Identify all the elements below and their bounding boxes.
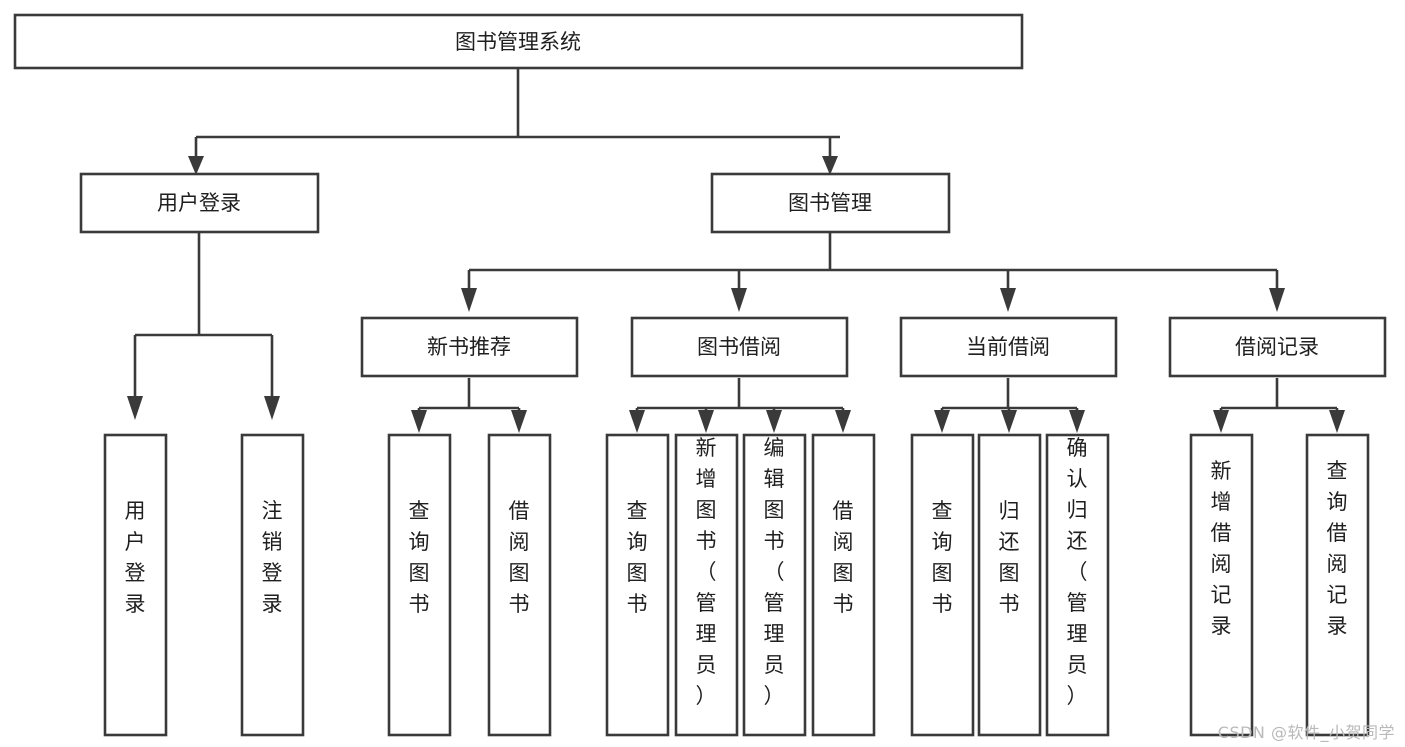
csdn-watermark: CSDN @软件_小贺同学 bbox=[1217, 723, 1395, 742]
leaf-nb-borrow-book[interactable]: 借阅图书 bbox=[487, 433, 552, 737]
leaf-bb-edit-book-label: 编辑图书（管理员） bbox=[764, 436, 785, 708]
leaf-br-query-record-box[interactable] bbox=[1305, 433, 1370, 737]
arrowhead-leaf-nb-1 bbox=[411, 410, 427, 433]
node-borrow-record-box[interactable] bbox=[1168, 316, 1387, 378]
node-user-login-label: 用户登录 bbox=[157, 191, 241, 215]
leaf-user-login[interactable]: 用户登录 bbox=[103, 433, 168, 737]
leaf-cb-return-book-box[interactable] bbox=[977, 433, 1042, 737]
arrowhead-bookmanage bbox=[822, 156, 838, 175]
leaf-bb-query-book[interactable]: 查询图书 bbox=[605, 433, 670, 737]
leaf-cb-return-book[interactable]: 归还图书 bbox=[977, 433, 1042, 737]
leaf-user-login-label: 用户登录 bbox=[125, 499, 146, 616]
node-user-login-box[interactable] bbox=[79, 172, 320, 234]
leaf-bb-borrow-book-label: 借阅图书 bbox=[833, 499, 854, 616]
leaf-logout-box[interactable] bbox=[240, 433, 305, 737]
node-book-borrow-box[interactable] bbox=[630, 316, 849, 378]
node-user-login[interactable]: 用户登录 bbox=[79, 172, 320, 234]
leaf-nb-query-book[interactable]: 查询图书 bbox=[387, 433, 452, 737]
leaf-br-add-record-box[interactable] bbox=[1189, 433, 1254, 737]
leaf-br-query-record-label: 查询借阅记录 bbox=[1327, 459, 1348, 638]
arrowhead-userlogin bbox=[188, 156, 204, 175]
leaf-cb-confirm-return[interactable]: 确认归还（管理员） bbox=[1045, 433, 1110, 737]
leaf-br-add-record-label: 新增借阅记录 bbox=[1211, 459, 1232, 638]
arrowhead-leaf-bb-1 bbox=[629, 410, 645, 433]
arrowhead-leaf-cb-2 bbox=[1001, 410, 1017, 433]
node-borrow-record[interactable]: 借阅记录 bbox=[1168, 316, 1387, 378]
leaf-cb-confirm-return-box[interactable] bbox=[1045, 433, 1110, 737]
node-current-borrow-box[interactable] bbox=[899, 316, 1118, 378]
leaf-bb-borrow-book-box[interactable] bbox=[811, 433, 876, 737]
leaf-bb-add-book[interactable]: 新增图书（管理员） bbox=[674, 433, 739, 737]
node-root-box[interactable] bbox=[13, 13, 1024, 70]
arrowhead-newbook bbox=[461, 288, 477, 312]
connectors-group bbox=[127, 68, 1345, 433]
node-root-label: 图书管理系统 bbox=[455, 30, 581, 54]
leaf-bb-edit-book[interactable]: 编辑图书（管理员） bbox=[742, 433, 807, 737]
node-book-borrow[interactable]: 图书借阅 bbox=[630, 316, 849, 378]
arrowhead-leaf-user-login bbox=[127, 396, 143, 420]
leaf-nb-query-book-box[interactable] bbox=[387, 433, 452, 737]
leaf-logout-label: 注销登录 bbox=[262, 499, 283, 616]
node-new-book-recommend[interactable]: 新书推荐 bbox=[360, 316, 579, 378]
arrowhead-leaf-nb-2 bbox=[511, 410, 527, 433]
arrowhead-leaf-cb-1 bbox=[934, 410, 950, 433]
leaf-br-query-record[interactable]: 查询借阅记录 bbox=[1305, 433, 1370, 737]
leaf-cb-return-book-label: 归还图书 bbox=[999, 499, 1020, 616]
arrowhead-leaf-cb-3 bbox=[1069, 410, 1085, 433]
arrowhead-leaf-bb-2 bbox=[698, 410, 714, 433]
leaf-bb-add-book-label: 新增图书（管理员） bbox=[696, 436, 717, 708]
arrowhead-leaf-br-2 bbox=[1329, 410, 1345, 433]
node-current-borrow-label: 当前借阅 bbox=[966, 335, 1050, 359]
leaf-nb-borrow-book-label: 借阅图书 bbox=[509, 499, 530, 616]
leaf-br-add-record[interactable]: 新增借阅记录 bbox=[1189, 433, 1254, 737]
leaf-user-login-box[interactable] bbox=[103, 433, 168, 737]
arrowhead-leaf-bb-3 bbox=[766, 410, 782, 433]
node-new-book-recommend-label: 新书推荐 bbox=[427, 335, 511, 359]
leaf-nb-query-book-label: 查询图书 bbox=[409, 499, 430, 616]
node-book-borrow-label: 图书借阅 bbox=[697, 335, 781, 359]
arrowhead-borrowrecord bbox=[1269, 288, 1285, 312]
leaf-bb-add-book-box[interactable] bbox=[674, 433, 739, 737]
arrowhead-leaf-br-1 bbox=[1213, 410, 1229, 433]
arrowhead-currentborrow bbox=[1000, 288, 1016, 312]
leaf-nb-borrow-book-box[interactable] bbox=[487, 433, 552, 737]
node-borrow-record-label: 借阅记录 bbox=[1235, 335, 1319, 359]
leaf-cb-query-book-box[interactable] bbox=[910, 433, 975, 737]
leaf-bb-query-book-label: 查询图书 bbox=[627, 499, 648, 616]
node-book-manage[interactable]: 图书管理 bbox=[710, 172, 951, 234]
leaf-cb-query-book-label: 查询图书 bbox=[932, 499, 953, 616]
leaf-cb-confirm-return-label: 确认归还（管理员） bbox=[1067, 436, 1088, 708]
node-book-manage-label: 图书管理 bbox=[788, 191, 872, 215]
node-new-book-recommend-box[interactable] bbox=[360, 316, 579, 378]
arrowhead-leaf-logout bbox=[264, 396, 280, 420]
leaf-bb-edit-book-box[interactable] bbox=[742, 433, 807, 737]
arrowhead-bookborrow bbox=[731, 288, 747, 312]
node-current-borrow[interactable]: 当前借阅 bbox=[899, 316, 1118, 378]
leaf-cb-query-book[interactable]: 查询图书 bbox=[910, 433, 975, 737]
arrowhead-leaf-bb-4 bbox=[835, 410, 851, 433]
leaf-bb-query-book-box[interactable] bbox=[605, 433, 670, 737]
node-book-manage-box[interactable] bbox=[710, 172, 951, 234]
leaf-logout[interactable]: 注销登录 bbox=[240, 433, 305, 737]
leaf-bb-borrow-book[interactable]: 借阅图书 bbox=[811, 433, 876, 737]
node-root[interactable]: 图书管理系统 bbox=[13, 13, 1024, 70]
